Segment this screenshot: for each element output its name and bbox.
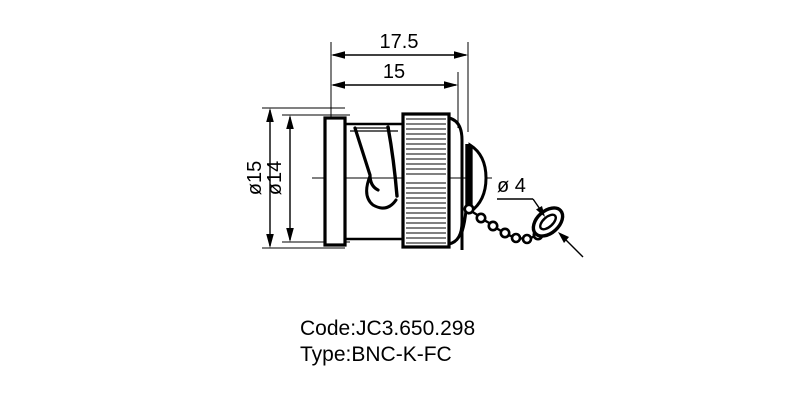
part-code-label: Code:JC3.650.298 [300,317,476,340]
chain-bead [487,220,499,232]
chain-bead [475,212,487,224]
dimension-chain-ring-diameter: ø 4 [497,175,584,258]
arrowhead-right-15 [444,81,458,89]
dim-label-flange-diameter: ø15 [244,161,266,195]
chain-bead [499,227,511,239]
arrowhead-d4-lower [558,232,569,243]
dim-label-body-diameter: ø14 [264,161,286,195]
dim-label-body-length: 15 [383,61,405,83]
chain-ring-inner [539,213,557,231]
bayonet-slot-left-edge [353,126,380,192]
arrowhead-d4-upper [536,206,545,217]
dim-label-overall-length: 17.5 [380,31,419,53]
chain-beads [463,203,544,245]
chain-ring [531,206,565,238]
dimension-flange-diameter: ø15 [244,108,274,248]
knurl-hatching [406,118,446,244]
dust-cap-body [468,142,488,215]
dust-cap [465,142,488,215]
knurled-nut-body [401,112,451,249]
dim-label-chain-ring-diameter: ø 4 [497,175,526,197]
bayonet-slot [353,125,399,210]
title-block: Code:JC3.650.298 Type:BNC-K-FC [300,316,475,368]
dimension-body-length: 15 [331,61,458,89]
chain-bead [521,233,533,245]
leader-line-d4-lower [562,236,584,258]
chain-bead [510,232,522,244]
arrowhead-bottom-d14 [286,228,294,242]
arrowhead-top-d14 [286,115,294,129]
bayonet-slot-right-edge [386,125,399,198]
arrowhead-bottom-d15 [266,234,274,248]
knurled-nut [401,112,451,249]
extension-lines [262,42,469,249]
bayonet-slot-hook [365,174,398,210]
arrowhead-left-15 [331,81,345,89]
rear-shoulder [448,116,464,246]
dimension-overall-length: 17.5 [331,31,468,59]
ball-chain [463,203,544,245]
arrowhead-left-17p5 [331,51,345,59]
dimension-body-diameter: ø14 [264,115,294,242]
mounting-flange [323,116,347,247]
arrowhead-top-d15 [266,108,274,122]
arrowhead-right-17p5 [454,51,468,59]
chain-bead [463,203,475,215]
part-type-label: Type:BNC-K-FC [300,343,452,366]
